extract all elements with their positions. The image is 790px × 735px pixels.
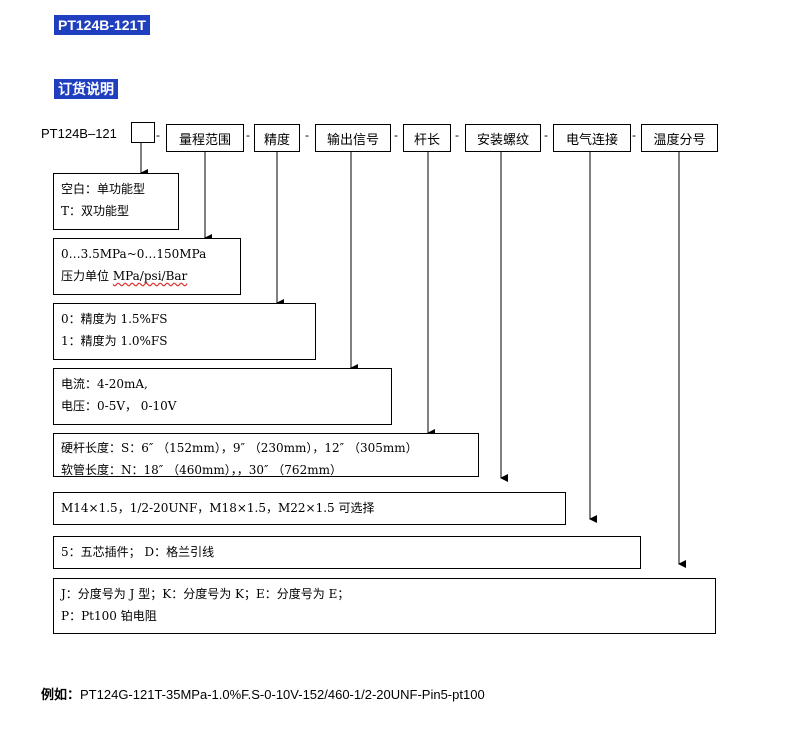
- desc-thread-line-1: M14×1.5，1/2-20UNF，M18×1.5，M22×1.5 可选择: [61, 501, 375, 515]
- field-rod: 杆长: [403, 124, 451, 152]
- desc-signal-line-2: 电压：0-5V， 0-10V: [61, 399, 177, 413]
- desc-temperature-line-2: P：Pt100 铂电阻: [61, 609, 157, 623]
- desc-electrical-line-1: 5：五芯插件； D：格兰引线: [61, 545, 215, 559]
- desc-electrical: 5：五芯插件； D：格兰引线: [53, 536, 641, 569]
- model-title-tag: PT124B-121T: [54, 15, 150, 35]
- separator-dash: -: [305, 128, 309, 142]
- field-electrical: 电气连接: [553, 124, 631, 152]
- desc-accuracy: 0：精度为 1.5%FS 1：精度为 1.0%FS: [53, 303, 316, 360]
- order-example: 例如：PT124G-121T-35MPa-1.0%F.S-0-10V-152/4…: [41, 684, 485, 703]
- desc-rod: 硬杆长度：S：6″ （152mm），9″ （230mm），12″ （305mm）…: [53, 433, 479, 477]
- desc-function-line-2: T：双功能型: [61, 204, 130, 218]
- desc-range: 0…3.5MPa~0…150MPa 压力单位 MPa/psi/Bar: [53, 238, 241, 295]
- desc-accuracy-line-2: 1：精度为 1.0%FS: [61, 334, 168, 348]
- separator-dash: -: [394, 128, 398, 142]
- field-accuracy: 精度: [254, 124, 300, 152]
- field-thread: 安装螺纹: [465, 124, 541, 152]
- desc-function-line-1: 空白：单功能型: [61, 182, 146, 196]
- separator-dash: -: [544, 128, 548, 142]
- pressure-unit-values: MPa/psi/Bar: [112, 269, 188, 283]
- separator-dash: -: [632, 128, 636, 142]
- desc-signal-line-1: 电流：4-20mA,: [61, 377, 148, 391]
- desc-signal: 电流：4-20mA, 电压：0-5V， 0-10V: [53, 368, 392, 425]
- order-instructions-tag: 订货说明: [54, 79, 118, 99]
- desc-thread: M14×1.5，1/2-20UNF，M18×1.5，M22×1.5 可选择: [53, 492, 566, 525]
- desc-range-line-1: 0…3.5MPa~0…150MPa: [61, 247, 207, 261]
- desc-range-line-2: 压力单位 MPa/psi/Bar: [61, 265, 233, 287]
- pressure-unit-label: 压力单位: [61, 269, 113, 283]
- separator-dash: -: [156, 128, 160, 142]
- field-temperature: 温度分号: [641, 124, 718, 152]
- desc-temperature-line-1: J：分度号为 J 型；K：分度号为 K；E：分度号为 E；: [61, 587, 350, 601]
- desc-rod-line-1: 硬杆长度：S：6″ （152mm），9″ （230mm），12″ （305mm）: [61, 441, 418, 455]
- function-code-box: [131, 122, 155, 143]
- separator-dash: -: [246, 128, 250, 142]
- desc-temperature: J：分度号为 J 型；K：分度号为 K；E：分度号为 E； P：Pt100 铂电…: [53, 578, 716, 634]
- separator-dash: -: [455, 128, 459, 142]
- field-range: 量程范围: [166, 124, 244, 152]
- desc-function: 空白：单功能型 T：双功能型: [53, 173, 179, 230]
- field-signal: 输出信号: [315, 124, 391, 152]
- example-code: PT124G-121T-35MPa-1.0%F.S-0-10V-152/460-…: [80, 687, 485, 702]
- model-prefix: PT124B–121: [41, 126, 117, 141]
- desc-accuracy-line-1: 0：精度为 1.5%FS: [61, 312, 168, 326]
- example-label: 例如：: [41, 687, 81, 702]
- desc-rod-line-2: 软管长度：N：18″ （460mm），，30″ （762mm）: [61, 463, 342, 477]
